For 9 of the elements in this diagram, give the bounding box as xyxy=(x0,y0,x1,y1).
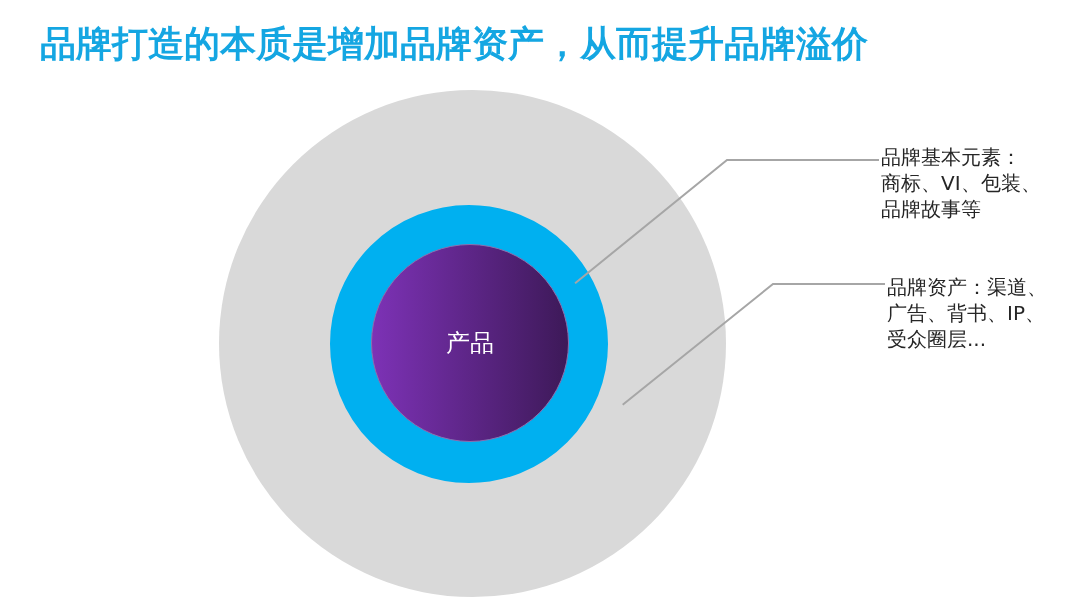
callout-text: 品牌基本元素：商标、VI、包装、品牌故事等 xyxy=(881,144,1053,222)
outer-circle xyxy=(219,90,726,597)
circle-label: 产品 xyxy=(446,329,494,357)
leader-line xyxy=(621,283,886,406)
ring xyxy=(330,205,608,483)
callout-text: 品牌资产：渠道、广告、背书、IP、受众圈层... xyxy=(887,274,1059,352)
title: 品牌打造的本质是增加品牌资产，从而提升品牌溢价 xyxy=(40,22,868,66)
inner-circle xyxy=(371,244,569,442)
leader-line xyxy=(574,159,880,285)
